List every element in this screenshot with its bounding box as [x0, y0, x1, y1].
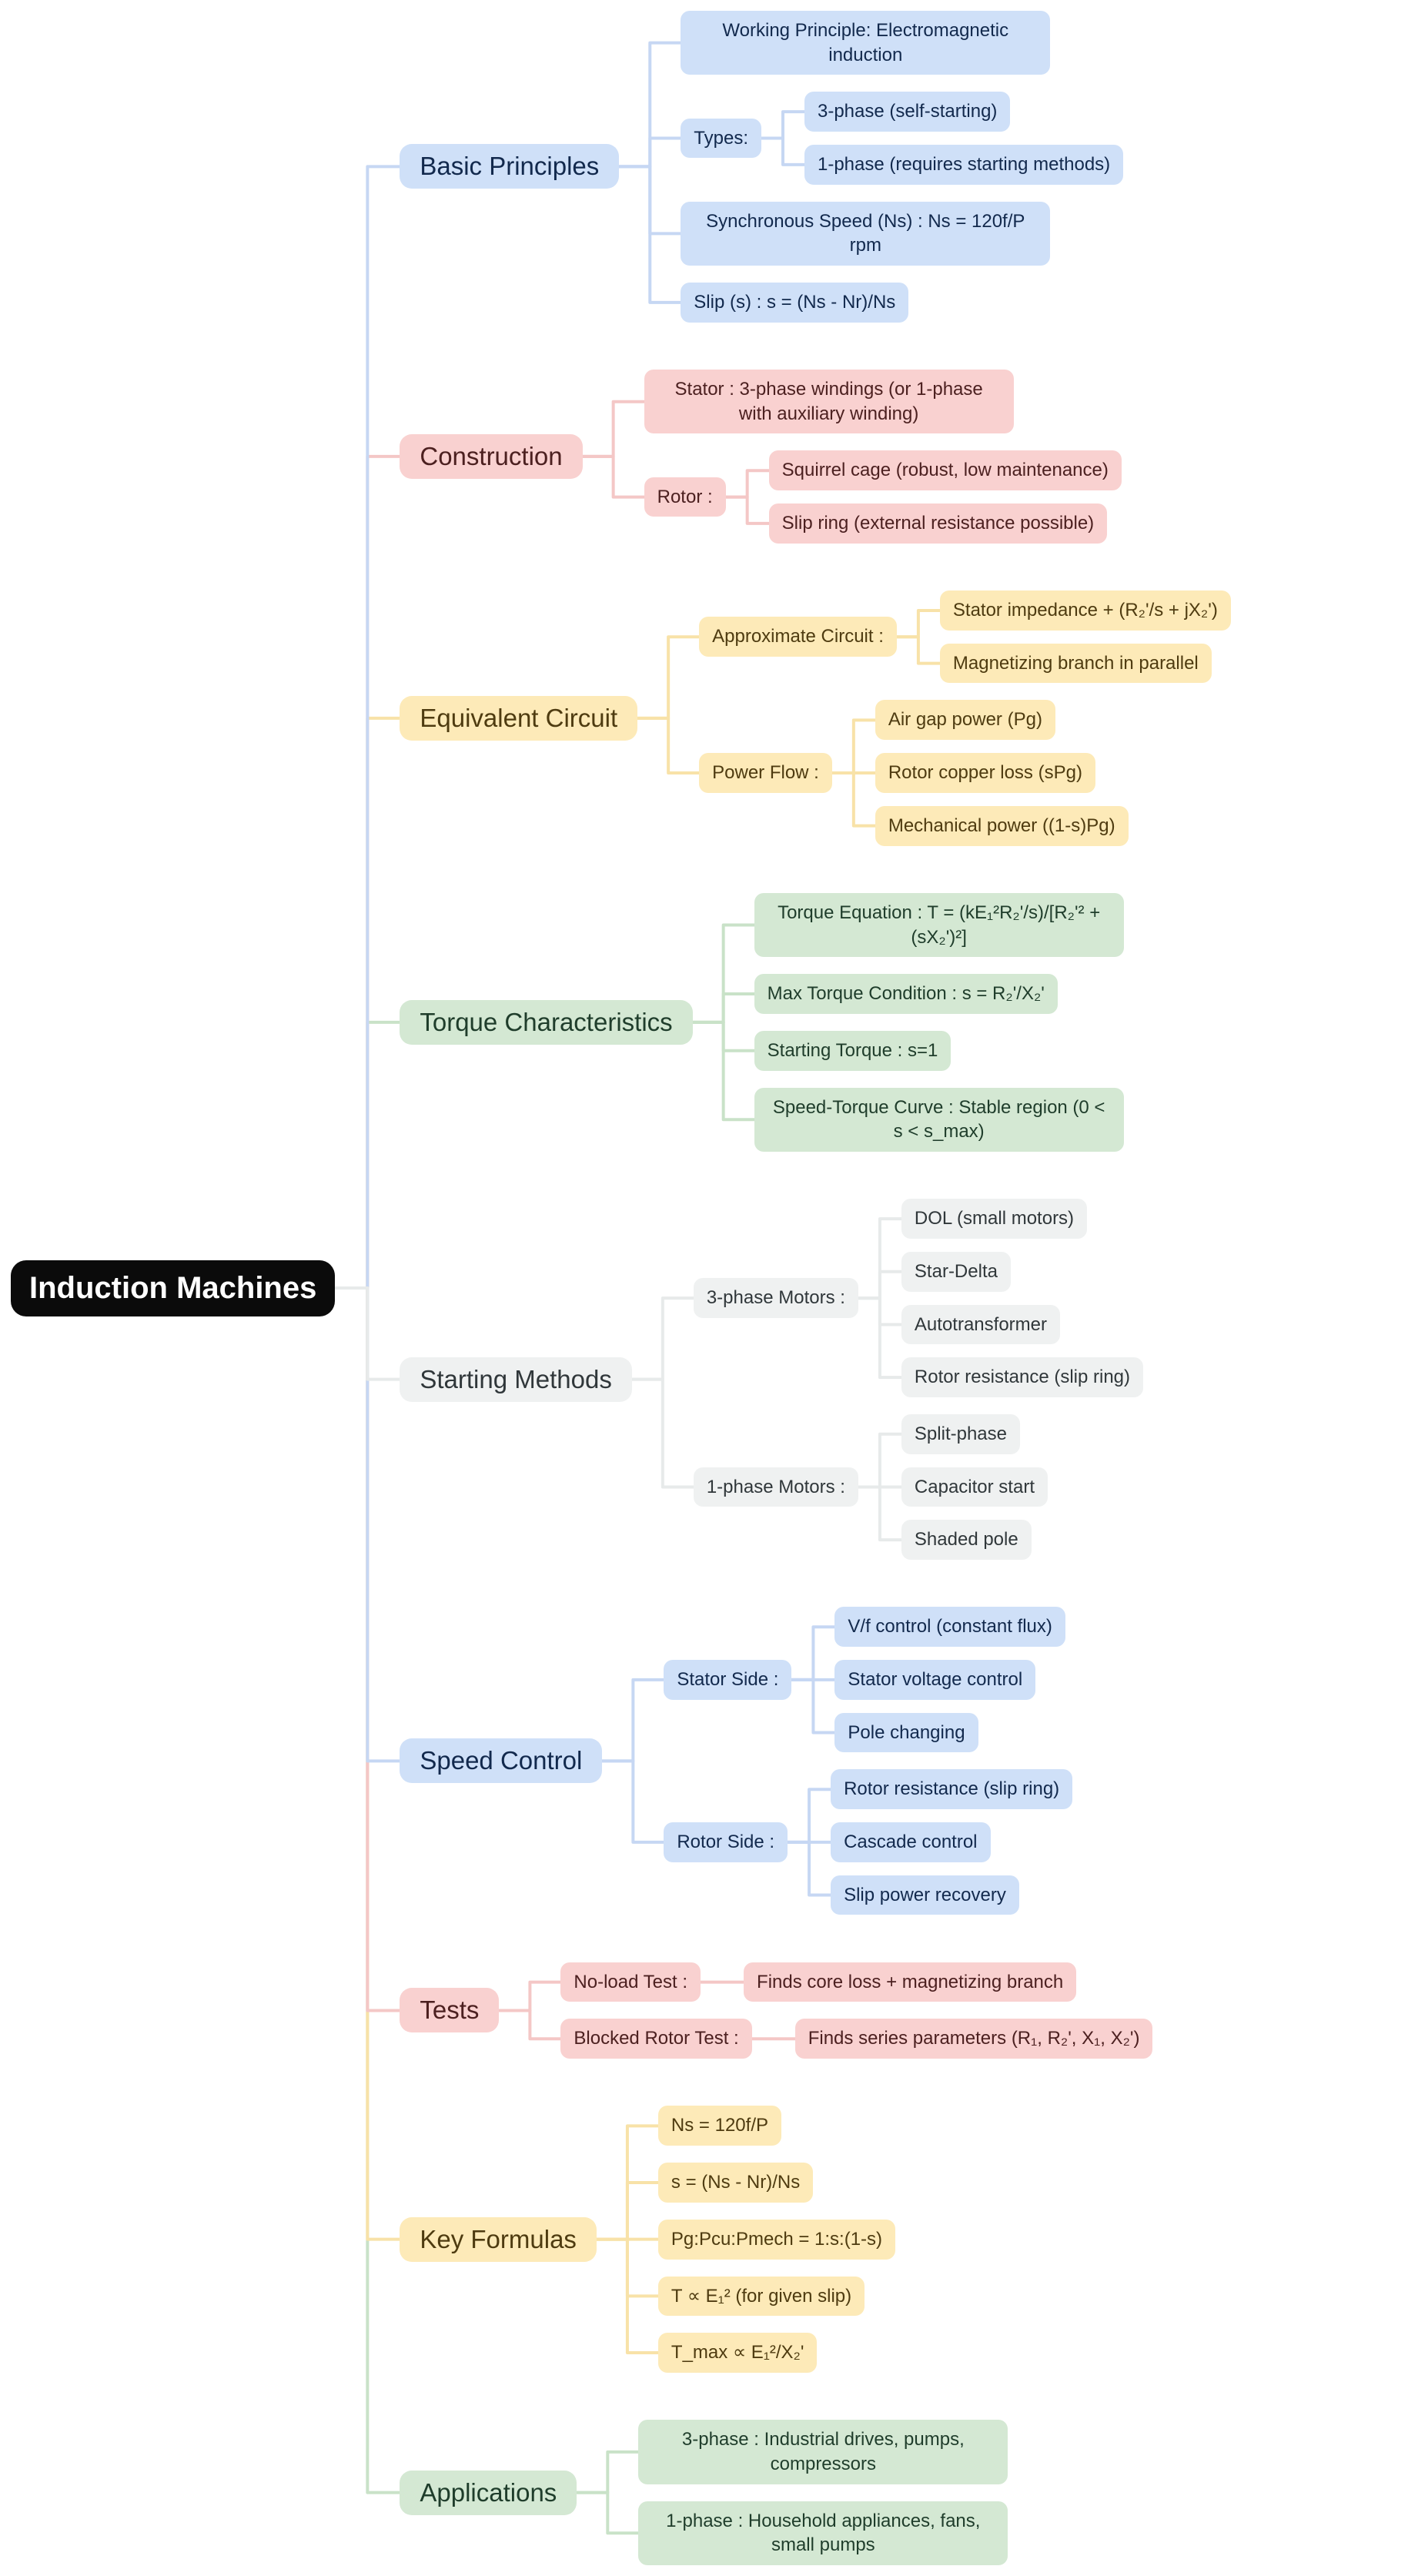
mindmap-node[interactable]: Speed-Torque Curve : Stable region (0 < …	[754, 1087, 1124, 1152]
children-group: Torque Equation : T = (kE₁²R₂'/s)/[R₂'² …	[754, 892, 1124, 1152]
mindmap-node[interactable]: Rotor copper loss (sPg)	[875, 753, 1095, 793]
branch-equivalent-circuit: Equivalent Circuit Approximate Circuit : S…	[400, 590, 1231, 846]
mindmap-subtopic-node[interactable]: Stator Side :	[664, 1660, 792, 1700]
children-group: No-load Test : Finds core loss + magnetiz…	[560, 1962, 1153, 2059]
mindmap-node[interactable]: Starting Torque : s=1	[754, 1030, 951, 1071]
mindmap-subtopic-node[interactable]: No-load Test :	[560, 1962, 701, 2002]
mindmap-subtopic-node[interactable]: 1-phase Motors :	[693, 1467, 858, 1507]
mindmap-node[interactable]: Mechanical power ((1-s)Pg)	[875, 805, 1129, 846]
mindmap-node[interactable]: Cascade control	[831, 1822, 991, 1862]
mindmap-subtopic-node[interactable]: 3-phase Motors :	[693, 1278, 858, 1318]
mindmap-node[interactable]: Squirrel cage (robust, low maintenance)	[768, 450, 1122, 491]
subtree-row: Blocked Rotor Test : Finds series paramet…	[560, 2019, 1153, 2059]
branch-title-torque-characteristics[interactable]: Torque Characteristics	[400, 999, 693, 1045]
branch-starting-methods: Starting Methods 3-phase Motors : DOL (sma…	[400, 1199, 1230, 1560]
mindmap-node[interactable]: Rotor resistance (slip ring)	[831, 1769, 1073, 1810]
mindmap-node[interactable]: Shaded pole	[901, 1520, 1032, 1560]
subtree-row: Approximate Circuit : Stator impedance + …	[699, 590, 1231, 684]
mindmap-node[interactable]: Synchronous Speed (Ns) : Ns = 120f/P rpm	[681, 201, 1051, 266]
mindmap-subtopic-node[interactable]: Approximate Circuit :	[699, 617, 897, 657]
branch-basic-principles: Basic Principles Working Principle: Elect…	[400, 11, 1230, 323]
mindmap-node[interactable]: V/f control (constant flux)	[834, 1607, 1065, 1648]
subtree-row: Types: 3-phase (self-starting) 1-phase (re…	[681, 92, 1124, 185]
subtree-row: Stator Side : V/f control (constant flux)…	[664, 1607, 1065, 1753]
branch-torque-characteristics: Torque Characteristics Torque Equation : …	[400, 892, 1230, 1152]
children-group: Stator : 3-phase windings (or 1-phase wi…	[644, 370, 1122, 544]
mindmap-node[interactable]: Magnetizing branch in parallel	[939, 643, 1212, 684]
branch-title-tests[interactable]: Tests	[400, 1988, 500, 2033]
mindmap-node[interactable]: Slip power recovery	[831, 1875, 1019, 1915]
subtree-row: Power Flow : Air gap power (Pg) Rotor copp…	[699, 700, 1129, 846]
mindmap-subtopic-node[interactable]: Power Flow :	[699, 753, 832, 793]
mindmap-node[interactable]: s = (Ns - Nr)/Ns	[657, 2163, 814, 2203]
branch-title-construction[interactable]: Construction	[400, 433, 583, 479]
mindmap-node[interactable]: Pg:Pcu:Pmech = 1:s:(1-s)	[657, 2219, 896, 2260]
children-group: Squirrel cage (robust, low maintenance) S…	[768, 450, 1122, 544]
root-node[interactable]: Induction Machines	[11, 1260, 336, 1316]
mindmap-node[interactable]: Split-phase	[901, 1413, 1020, 1454]
children-group: 3-phase (self-starting) 1-phase (requires…	[804, 92, 1124, 185]
branch-applications: Applications 3-phase : Industrial drives,…	[400, 2420, 1230, 2565]
mindmap-node[interactable]: Pole changing	[834, 1712, 978, 1753]
branch-speed-control: Speed Control Stator Side : V/f control (c…	[400, 1607, 1230, 1915]
mindmap-subtopic-node[interactable]: Blocked Rotor Test :	[560, 2019, 752, 2059]
children-group: Stator Side : V/f control (constant flux)…	[664, 1607, 1073, 1915]
branch-tests: Tests No-load Test : Finds core loss + mag…	[400, 1962, 1230, 2059]
subtree-row: No-load Test : Finds core loss + magnetiz…	[560, 1962, 1077, 2002]
branch-title-equivalent-circuit[interactable]: Equivalent Circuit	[400, 695, 638, 741]
mindmap-node[interactable]: 3-phase (self-starting)	[804, 92, 1011, 132]
branches-container: Basic Principles Working Principle: Elect…	[400, 0, 1231, 2576]
children-group: 3-phase Motors : DOL (small motors) Star-D…	[693, 1199, 1144, 1560]
mindmap-node[interactable]: Ns = 120f/P	[657, 2106, 781, 2146]
mindmap-node[interactable]: T_max ∝ E₁²/X₂'	[657, 2333, 818, 2373]
mindmap-node[interactable]: Slip (s) : s = (Ns - Nr)/Ns	[681, 283, 909, 323]
mindmap-node[interactable]: 3-phase : Industrial drives, pumps, comp…	[638, 2420, 1008, 2484]
branch-title-applications[interactable]: Applications	[400, 2470, 577, 2515]
mindmap-subtopic-node[interactable]: Rotor :	[644, 477, 726, 517]
mindmap-node[interactable]: Star-Delta	[901, 1251, 1011, 1292]
mindmap-node[interactable]: Torque Equation : T = (kE₁²R₂'/s)/[R₂'² …	[754, 892, 1124, 958]
mindmap-subtopic-node[interactable]: Types:	[681, 118, 761, 159]
children-group: Rotor resistance (slip ring) Cascade cont…	[831, 1769, 1073, 1915]
children-group: Working Principle: Electromagnetic induc…	[681, 11, 1124, 323]
mindmap-node[interactable]: DOL (small motors)	[901, 1199, 1088, 1239]
branch-title-speed-control[interactable]: Speed Control	[400, 1738, 603, 1784]
children-group: Air gap power (Pg) Rotor copper loss (sPg…	[875, 700, 1129, 846]
mindmap-node[interactable]: Max Torque Condition : s = R₂'/X₂'	[754, 974, 1058, 1014]
mindmap-node[interactable]: Stator voltage control	[834, 1660, 1036, 1700]
mindmap-node[interactable]: Rotor resistance (slip ring)	[901, 1357, 1144, 1397]
branch-title-basic-principles[interactable]: Basic Principles	[400, 144, 620, 189]
children-group: Finds series parameters (R₁, R₂', X₁, X₂…	[794, 2019, 1153, 2059]
children-group: Approximate Circuit : Stator impedance + …	[699, 590, 1231, 846]
mindmap-node[interactable]: 1-phase : Household appliances, fans, sm…	[638, 2501, 1008, 2565]
branch-construction: Construction Stator : 3-phase windings (o…	[400, 370, 1230, 544]
branch-title-key-formulas[interactable]: Key Formulas	[400, 2216, 597, 2262]
root-label: Induction Machines	[29, 1270, 317, 1305]
mindmap-subtopic-node[interactable]: Rotor Side :	[664, 1822, 788, 1862]
branch-title-starting-methods[interactable]: Starting Methods	[400, 1357, 632, 1402]
children-group: 3-phase : Industrial drives, pumps, comp…	[638, 2420, 1008, 2565]
children-group: Finds core loss + magnetizing branch	[744, 1962, 1077, 2002]
subtree-row: Rotor Side : Rotor resistance (slip ring)…	[664, 1769, 1073, 1915]
mindmap-node[interactable]: T ∝ E₁² (for given slip)	[657, 2276, 865, 2317]
subtree-row: 3-phase Motors : DOL (small motors) Star-D…	[693, 1199, 1144, 1397]
mindmap-node[interactable]: Finds core loss + magnetizing branch	[744, 1962, 1077, 2002]
mindmap-node[interactable]: Finds series parameters (R₁, R₂', X₁, X₂…	[794, 2019, 1153, 2059]
children-group: Stator impedance + (R₂'/s + jX₂') Magneti…	[939, 590, 1231, 684]
subtree-row: Rotor : Squirrel cage (robust, low mainte…	[644, 450, 1122, 544]
mindmap-node[interactable]: Capacitor start	[901, 1467, 1048, 1507]
mindmap-node[interactable]: Autotransformer	[901, 1304, 1060, 1345]
mindmap-node[interactable]: Stator impedance + (R₂'/s + jX₂')	[939, 590, 1231, 631]
children-group: V/f control (constant flux) Stator voltag…	[834, 1607, 1065, 1753]
mindmap-node[interactable]: 1-phase (requires starting methods)	[804, 145, 1124, 185]
mindmap-node[interactable]: Air gap power (Pg)	[875, 700, 1055, 741]
mindmap-node[interactable]: Slip ring (external resistance possible)	[768, 503, 1108, 544]
mindmap-node[interactable]: Working Principle: Electromagnetic induc…	[681, 11, 1051, 75]
mindmap-node[interactable]: Stator : 3-phase windings (or 1-phase wi…	[644, 370, 1014, 434]
